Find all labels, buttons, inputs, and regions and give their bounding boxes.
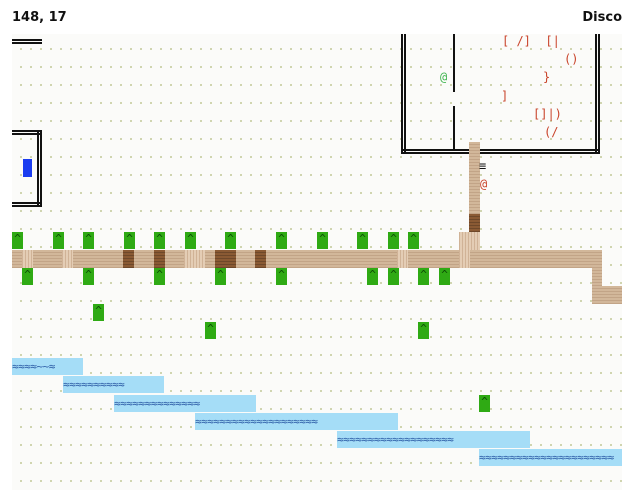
stairs-icon[interactable]: ≡ <box>479 159 487 173</box>
wall-segment <box>401 149 600 154</box>
coordinates-readout: 148, 17 <box>12 10 67 25</box>
water-segment: ≈≈≈≈≈≈≈≈≈≈≈≈≈≈≈≈≈≈≈≈≈≈ <box>479 449 622 466</box>
road-tile <box>22 250 33 268</box>
wall-segment <box>12 130 42 135</box>
npc-character[interactable]: @ <box>440 70 448 84</box>
tree-icon: ^ <box>22 268 33 285</box>
water-segment: ≈≈≈≈≈≈≈≈≈≈≈≈≈≈≈≈≈≈≈ <box>337 431 530 448</box>
tree-icon: ^ <box>215 268 226 285</box>
location-name: Disco <box>582 10 622 25</box>
road <box>12 250 602 268</box>
tree-icon: ^ <box>388 232 399 249</box>
item-glyphs[interactable]: [ /] [| <box>502 34 560 48</box>
wall-segment <box>595 34 600 154</box>
tree-icon: ^ <box>53 232 64 249</box>
tree-icon: ^ <box>225 232 236 249</box>
tree-icon: ^ <box>276 268 287 285</box>
wall-segment <box>37 130 42 207</box>
tree-icon: ^ <box>418 322 429 339</box>
road-tile <box>154 250 165 268</box>
tree-icon: ^ <box>12 232 23 249</box>
road-tile <box>184 250 205 268</box>
interior-wall <box>453 34 455 92</box>
item-glyphs[interactable]: (/ <box>544 125 559 139</box>
road-tile <box>397 250 408 268</box>
tree-icon: ^ <box>83 232 94 249</box>
wall-segment <box>12 39 42 44</box>
item-glyphs[interactable]: } <box>543 70 551 84</box>
water-segment: ≈≈≈≈≈≈≈≈≈≈ <box>63 376 164 393</box>
tree-icon: ^ <box>439 268 450 285</box>
tree-icon: ^ <box>83 268 94 285</box>
interior-wall <box>453 106 455 150</box>
tree-icon: ^ <box>357 232 368 249</box>
road-tile <box>123 250 134 268</box>
tree-icon: ^ <box>367 268 378 285</box>
road <box>592 286 622 304</box>
tree-icon: ^ <box>418 268 429 285</box>
road-tile <box>62 250 73 268</box>
road-tile <box>255 250 266 268</box>
path-tile <box>469 214 480 232</box>
wall-segment <box>401 34 406 154</box>
water-segment: ≈≈≈≈~~≈ <box>12 358 83 375</box>
item-glyphs[interactable]: ] <box>501 89 509 103</box>
road-tile <box>215 250 236 268</box>
path-tile <box>469 142 480 214</box>
game-map[interactable]: [ /] [| () } ] []|) (/ @ ≡ @ ^ ^ ^ ^ ^ ^… <box>12 34 622 490</box>
tree-icon: ^ <box>479 395 490 412</box>
item-glyphs[interactable]: () <box>564 52 579 66</box>
tree-icon: ^ <box>93 304 104 321</box>
road-tile <box>459 250 470 268</box>
wall-segment <box>12 202 42 207</box>
tree-icon: ^ <box>276 232 287 249</box>
water-segment: ≈≈≈≈≈≈≈≈≈≈≈≈≈≈ <box>114 395 256 412</box>
item-glyphs[interactable]: []|) <box>533 107 562 121</box>
tree-icon: ^ <box>388 268 399 285</box>
tree-icon: ^ <box>408 232 419 249</box>
player-character[interactable]: @ <box>480 177 488 191</box>
tree-icon: ^ <box>185 232 196 249</box>
path-tile <box>459 232 480 250</box>
tree-icon: ^ <box>154 232 165 249</box>
water-segment: ≈≈≈≈≈≈≈≈≈≈≈≈≈≈≈≈≈≈≈≈ <box>195 413 398 430</box>
road <box>592 268 602 286</box>
door-icon[interactable] <box>23 159 32 177</box>
tree-icon: ^ <box>124 232 135 249</box>
tree-icon: ^ <box>317 232 328 249</box>
tree-icon: ^ <box>205 322 216 339</box>
tree-icon: ^ <box>154 268 165 285</box>
